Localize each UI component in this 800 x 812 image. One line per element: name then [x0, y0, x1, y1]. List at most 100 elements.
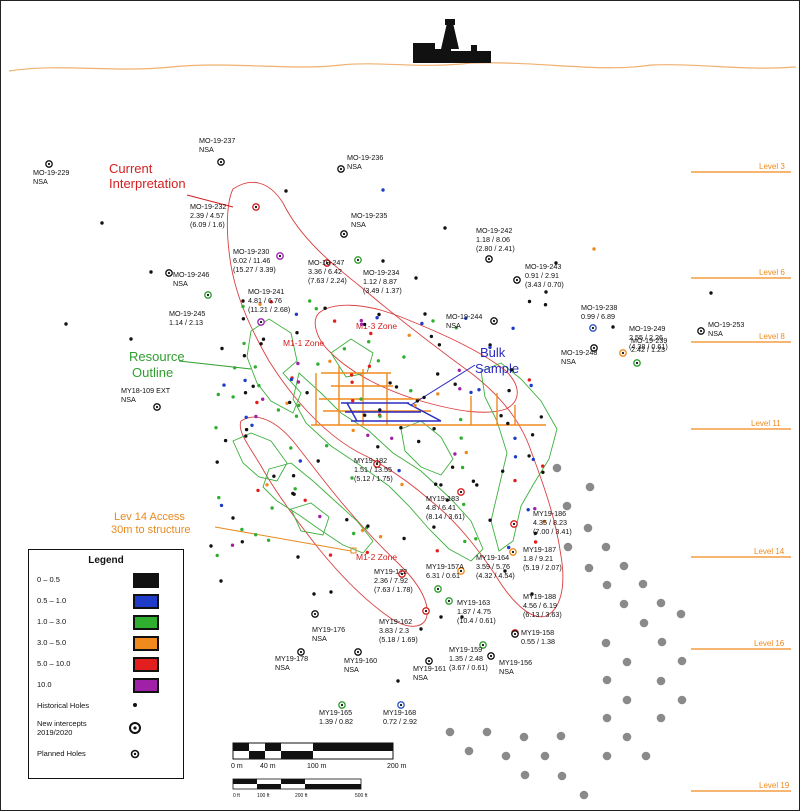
historical-hole-icon — [527, 299, 532, 304]
historical-hole-icon — [293, 487, 297, 491]
planned-hole-icon — [583, 523, 593, 533]
historical-hole-icon — [542, 519, 546, 524]
legend-new-intercepts-line1: New intercepts — [37, 719, 87, 728]
historical-hole-icon — [350, 380, 354, 384]
legend-row-4: 5.0 – 10.0 — [37, 656, 177, 674]
hole-value-label: NSA — [351, 220, 366, 229]
hole-mo-19-245 — [204, 291, 212, 299]
historical-hole-icon — [255, 400, 259, 405]
planned-hole-icon — [656, 676, 666, 686]
headframe-icon — [413, 19, 491, 63]
historical-hole-icon — [261, 337, 266, 341]
hole-value-label: 2.42 / 1.23 — [631, 345, 665, 354]
surface-line — [8, 62, 797, 72]
legend-title: Legend — [88, 555, 124, 566]
hole-name-label: MO-19-235 — [351, 211, 387, 220]
historical-hole-icon — [258, 302, 262, 306]
historical-hole-icon — [529, 383, 533, 388]
resource-leader — [178, 360, 252, 370]
hole-name-label: MO-19-243 — [525, 262, 561, 271]
historical-hole-icon — [342, 347, 347, 351]
hole-mo-19-235 — [340, 230, 348, 238]
historical-hole-icon — [369, 331, 373, 336]
planned-hole-icon — [677, 656, 687, 666]
hole-labels: MO-19-229NSAMO-19-237NSAMO-19-236NSAMO-1… — [33, 136, 744, 726]
historical-hole-icon — [214, 426, 218, 430]
interpretation-outline — [226, 181, 564, 627]
hole-name-label: MO-19-237 — [199, 136, 235, 145]
historical-hole-icon — [329, 590, 333, 594]
hole-value-label: NSA — [121, 395, 136, 404]
historical-hole-icon — [530, 592, 534, 596]
planned-hole-icon — [585, 482, 595, 492]
scale-m-0: 0 m — [231, 763, 243, 770]
hole-value-label: 1.87 / 4.75 — [457, 607, 491, 616]
historical-hole-icon — [434, 482, 438, 486]
historical-hole-icon — [543, 303, 548, 307]
planned-hole-icon — [563, 542, 573, 552]
hole-value-label: (5.18 / 1.69) — [379, 635, 418, 644]
legend-swatch — [133, 573, 159, 588]
planned-hole-icon — [641, 751, 651, 761]
historical-hole-icon — [464, 316, 468, 320]
historical-hole-icon — [254, 533, 258, 537]
historical-hole-icon — [459, 417, 463, 422]
historical-hole-icon — [351, 399, 355, 403]
historical-hole-icon — [209, 544, 213, 548]
historical-hole-icon — [527, 378, 531, 382]
historical-hole-icon — [413, 403, 417, 408]
hole-value-label: (5.19 / 2.07) — [523, 563, 562, 572]
historical-hole-icon — [503, 569, 507, 573]
historical-hole-icon — [445, 498, 449, 502]
hole-value-label: NSA — [708, 329, 723, 338]
hole-name-label: MY19-156 — [499, 658, 532, 667]
historical-hole-icon — [305, 391, 309, 395]
hole-mo-19-238 — [589, 324, 597, 332]
legend-row-3: 3.0 – 5.0 — [37, 635, 177, 653]
interpretation-callout-line2: Interpretation — [109, 176, 186, 191]
hole-value-label: (15.27 / 3.39) — [233, 265, 276, 274]
hole-value-label: NSA — [347, 162, 362, 171]
zone-label-m1-2: M1-2 Zone — [356, 552, 397, 562]
hole-my19-163 — [445, 597, 453, 605]
hole-value-label: (10.4 / 0.61) — [457, 616, 496, 625]
hole-my19-178 — [297, 648, 305, 656]
hole-value-label: 0.91 / 2.91 — [525, 271, 559, 280]
historical-hole-icon — [377, 312, 381, 317]
historical-hole-icon — [220, 346, 224, 351]
historical-hole-icon — [323, 306, 327, 310]
historical-hole-icon — [458, 387, 462, 391]
hole-name-label: MO-19-249 — [629, 324, 665, 333]
hole-mo-19-237 — [217, 158, 225, 166]
historical-hole-icon — [244, 427, 249, 432]
hole-value-label: (3.49 / 1.37) — [363, 286, 402, 295]
scale-m-200: 200 m — [387, 763, 407, 770]
hole-value-label: 1.39 / 0.82 — [319, 717, 353, 726]
hole-name-label: MO-19-232 — [190, 202, 226, 211]
hole-name-label: MY19-172 — [374, 567, 407, 576]
historical-hole-icon — [215, 460, 219, 464]
historical-hole-icon — [394, 385, 399, 389]
hole-value-label: 0.72 / 2.92 — [383, 717, 417, 726]
historical-hole-icon — [366, 433, 370, 437]
hole-name-label: MY19-183 — [426, 494, 459, 503]
historical-hole-icon — [312, 592, 316, 596]
hole-value-label: 3.59 / 5.76 — [476, 562, 510, 571]
hole-mo-19-246 — [165, 269, 173, 277]
historical-hole-icon — [297, 403, 301, 408]
historical-hole-icon — [709, 291, 713, 295]
hole-value-label: 4.81 / 6.76 — [248, 296, 282, 305]
historical-hole-icon — [399, 426, 403, 430]
historical-hole-icon — [388, 381, 392, 385]
hole-value-label: NSA — [413, 673, 428, 682]
level-label-3: Level 3 — [759, 162, 785, 171]
historical-hole-icon — [506, 421, 510, 426]
historical-hole-icon — [230, 543, 235, 547]
historical-hole-icon — [259, 342, 263, 346]
historical-hole-icon — [513, 478, 517, 483]
lev14-access-callout: Lev 14 Access 30m to structure — [111, 511, 190, 536]
hole-my19-186 — [510, 520, 518, 528]
hole-mo-19-241 — [257, 318, 265, 326]
historical-hole-icon — [244, 415, 248, 419]
historical-hole-icon — [375, 316, 379, 320]
